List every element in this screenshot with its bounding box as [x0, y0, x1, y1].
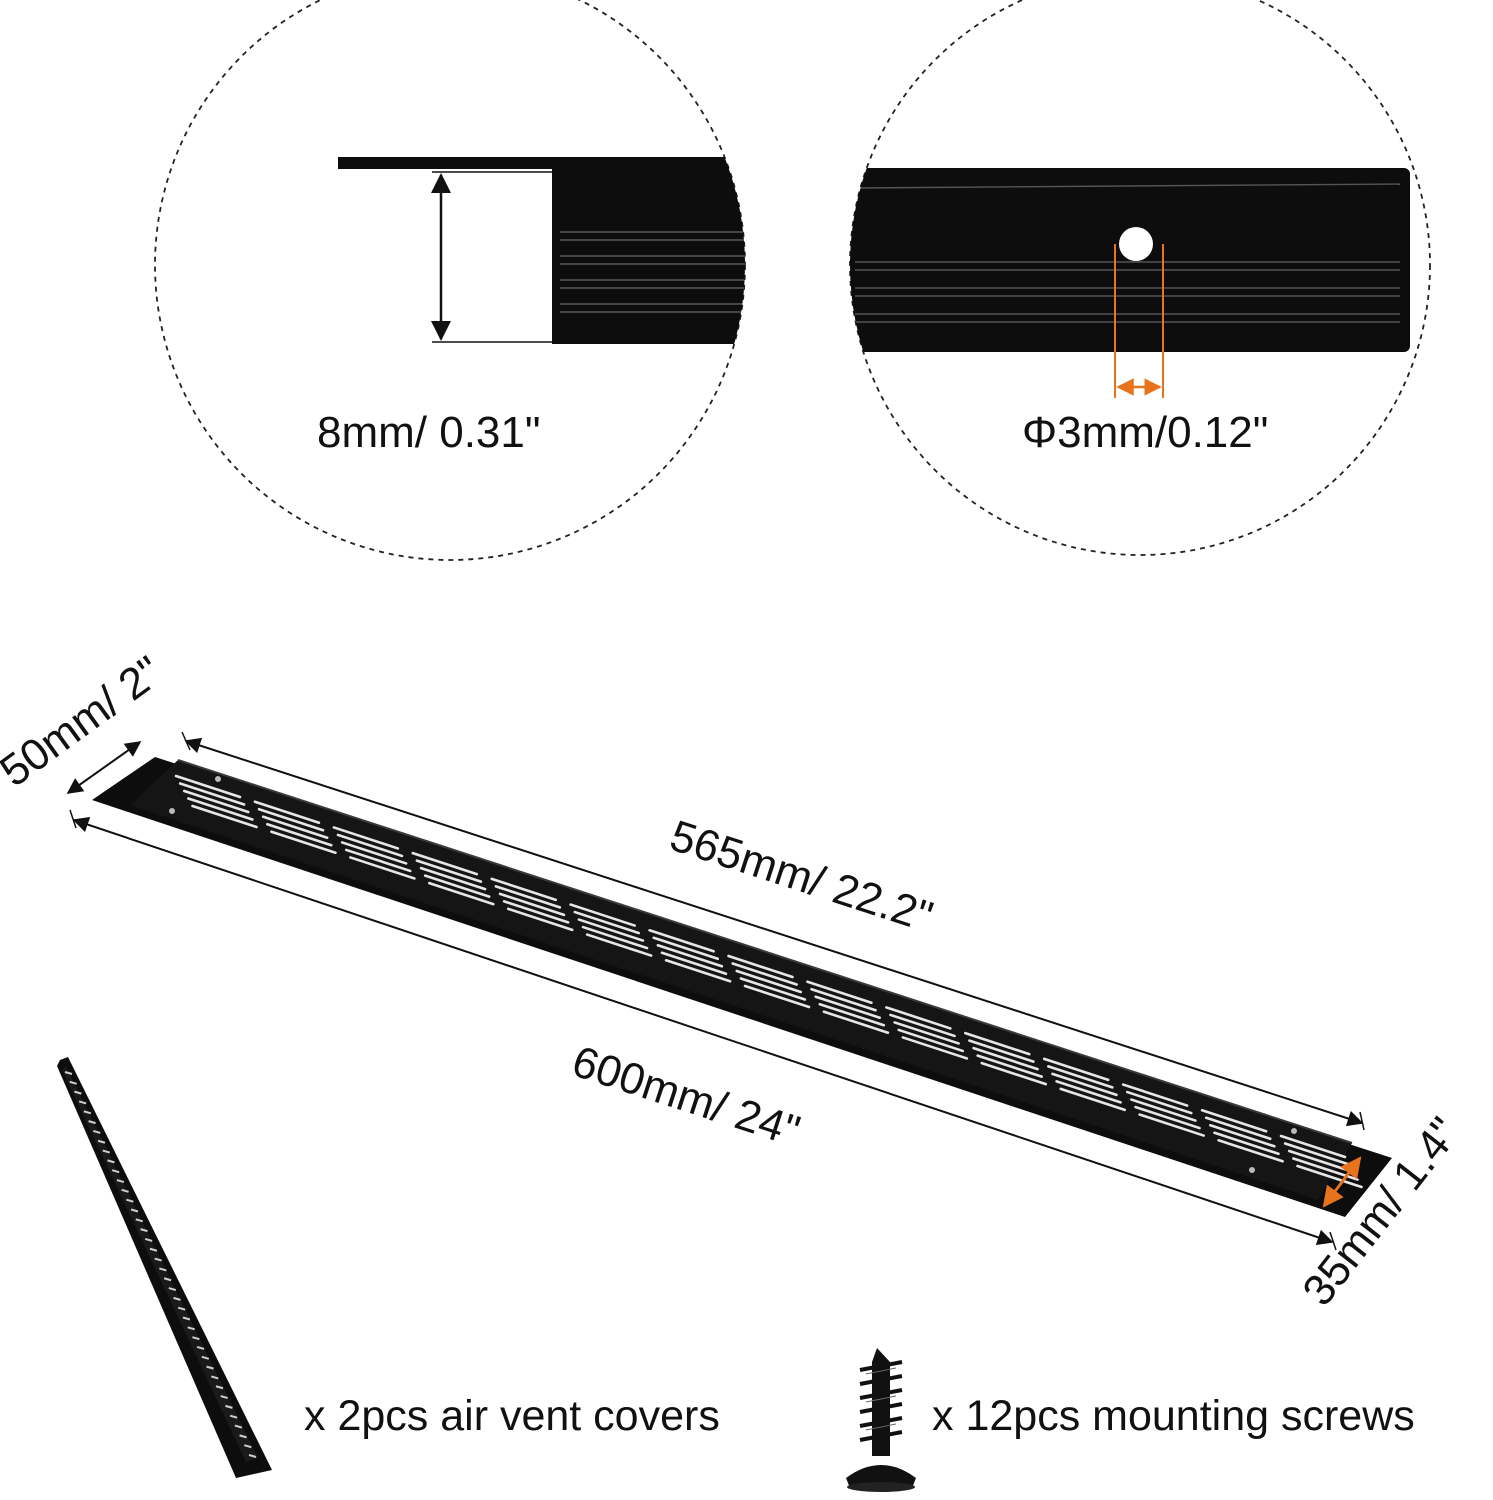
screw-image: [846, 1348, 916, 1492]
small-vent-slot: [248, 1454, 257, 1458]
small-vent-slot: [144, 1237, 153, 1242]
small-vent-slot: [149, 1247, 158, 1252]
small-vent-slot: [192, 1336, 200, 1341]
hole-detail-view: [849, 0, 1431, 556]
small-vent-slot: [140, 1228, 148, 1233]
outer-length-arrow: [72, 816, 1334, 1246]
inner-length-arrow: [184, 737, 1364, 1127]
small-vent-slot: [177, 1306, 186, 1311]
small-vent-slot: [173, 1296, 181, 1301]
small-vent-slot: [187, 1326, 195, 1331]
small-vent-slot: [168, 1287, 177, 1292]
small-vent-slot: [130, 1208, 139, 1213]
screws-quantity-label: x 12pcs mounting screws: [932, 1392, 1415, 1440]
small-vent-slot: [64, 1071, 73, 1075]
small-vent-slot: [126, 1198, 134, 1203]
small-vent-slot: [196, 1346, 205, 1350]
small-vent-slot: [239, 1434, 247, 1439]
width-arrow: [66, 741, 142, 794]
vent-cover-small: [57, 1057, 272, 1478]
small-vent-slots: [64, 1071, 257, 1458]
small-vent-slot: [102, 1149, 111, 1154]
small-vent-slot: [74, 1090, 82, 1095]
small-vent-slot: [225, 1404, 233, 1409]
small-vent-slot: [116, 1179, 125, 1183]
hole-diameter-label: Φ3mm/0.12": [1022, 408, 1269, 457]
small-vent-slot: [220, 1395, 228, 1400]
small-vent-slot: [88, 1120, 96, 1125]
inner-width-arrow: [1322, 1156, 1362, 1208]
vent-cover-main: [92, 757, 1392, 1217]
small-vent-slot: [201, 1355, 210, 1360]
small-vent-slot: [107, 1159, 115, 1164]
small-vent-slot: [111, 1169, 120, 1174]
small-vent-slot: [159, 1267, 167, 1272]
small-vent-slot: [83, 1110, 92, 1115]
small-vent-slot: [210, 1375, 219, 1380]
small-vent-slot: [121, 1188, 129, 1193]
small-vent-slot: [215, 1385, 224, 1390]
profile-side-view: [850, 168, 1410, 352]
small-vent-slot: [163, 1277, 172, 1282]
mounting-hole: [1119, 227, 1153, 261]
profile-end-view: [338, 157, 745, 344]
small-vent-slot: [234, 1424, 243, 1429]
height-label: 8mm/ 0.31": [317, 408, 541, 457]
small-vent-slot: [229, 1414, 238, 1419]
small-vent-slot: [135, 1218, 144, 1223]
small-vent-slot: [206, 1365, 214, 1370]
small-vent-slot: [78, 1100, 87, 1105]
small-vent-slot: [97, 1139, 106, 1144]
small-vent-slot: [182, 1316, 191, 1321]
small-vent-slot: [244, 1444, 252, 1449]
small-vent-slot: [93, 1129, 101, 1134]
main-dimensions: [66, 731, 1365, 1251]
small-vent-slot: [154, 1257, 162, 1262]
vent-covers-quantity-label: x 2pcs air vent covers: [304, 1392, 720, 1440]
small-vent-slot: [69, 1080, 77, 1085]
height-detail-view: [154, 0, 746, 561]
